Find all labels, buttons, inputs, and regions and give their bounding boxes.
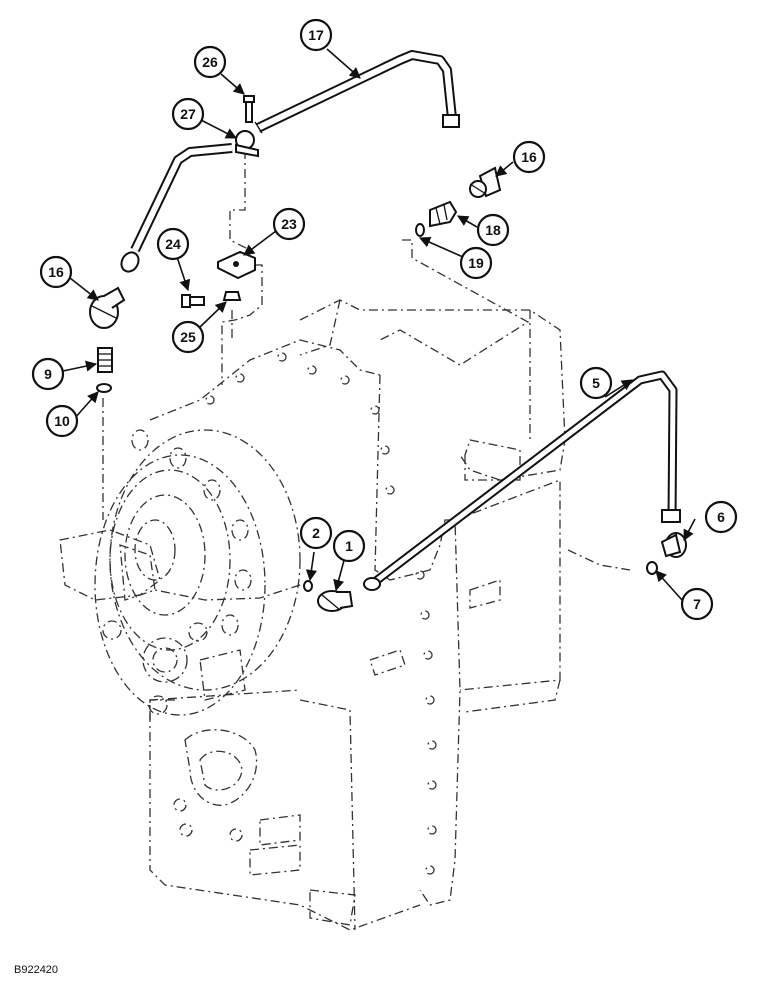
svg-text:1: 1 bbox=[345, 538, 353, 554]
callout-7: 7 bbox=[680, 587, 714, 621]
fitting-1 bbox=[317, 590, 354, 612]
assembly-center-lines bbox=[102, 150, 631, 601]
svg-text:2: 2 bbox=[312, 525, 320, 541]
callout-25: 26 bbox=[193, 45, 227, 79]
svg-text:18: 18 bbox=[485, 222, 501, 238]
svg-text:23: 23 bbox=[281, 216, 297, 232]
callout-27: 25 bbox=[171, 320, 205, 354]
o-ring-10 bbox=[96, 383, 112, 393]
callout-10: 10 bbox=[45, 404, 79, 438]
svg-text:17: 17 bbox=[308, 27, 324, 43]
callout-24: 24 bbox=[156, 227, 190, 261]
callout-23: 23 bbox=[272, 207, 306, 241]
fitting-16-right bbox=[469, 166, 502, 198]
figure-code: B922420 bbox=[14, 964, 59, 976]
svg-text:24: 24 bbox=[165, 236, 181, 252]
bolt-24 bbox=[181, 294, 205, 308]
callout-17: 17 bbox=[299, 18, 333, 52]
svg-text:6: 6 bbox=[717, 509, 725, 525]
svg-text:10: 10 bbox=[54, 413, 70, 429]
clamp-26 bbox=[235, 130, 259, 158]
tube-17 bbox=[254, 50, 460, 134]
callout-26: 27 bbox=[171, 97, 205, 131]
svg-text:27: 27 bbox=[180, 106, 196, 122]
o-ring-2 bbox=[303, 580, 313, 592]
callout-9: 9 bbox=[31, 357, 65, 391]
fitting-18 bbox=[429, 200, 458, 228]
callout-2: 2 bbox=[299, 516, 333, 550]
svg-text:26: 26 bbox=[202, 54, 218, 70]
callout-19: 19 bbox=[459, 246, 493, 280]
callout-6: 6 bbox=[704, 500, 738, 534]
transmission-housing bbox=[59, 299, 566, 931]
svg-text:5: 5 bbox=[592, 375, 600, 391]
fitting-6 bbox=[660, 532, 687, 558]
callout-1: 1 bbox=[332, 529, 366, 563]
svg-text:25: 25 bbox=[180, 329, 196, 345]
svg-text:16: 16 bbox=[521, 149, 537, 165]
bolt-25 bbox=[243, 95, 255, 123]
callout-18: 18 bbox=[476, 213, 510, 247]
nut-27 bbox=[222, 291, 242, 301]
svg-text:16: 16 bbox=[48, 264, 64, 280]
callout-16-left: 16 bbox=[39, 255, 73, 289]
callout-16-right: 16 bbox=[512, 140, 546, 174]
fitting-9 bbox=[97, 347, 113, 373]
svg-text:19: 19 bbox=[468, 255, 484, 271]
tube-5 bbox=[363, 370, 681, 591]
callout-5: 5 bbox=[579, 366, 613, 400]
svg-text:7: 7 bbox=[693, 596, 701, 612]
o-ring-19 bbox=[415, 223, 425, 237]
fitting-16-left bbox=[89, 286, 126, 329]
leader-lines bbox=[62, 48, 696, 601]
o-ring-7 bbox=[646, 561, 658, 575]
tube-left bbox=[120, 143, 233, 273]
svg-text:9: 9 bbox=[44, 366, 52, 382]
bracket-23 bbox=[217, 250, 256, 280]
